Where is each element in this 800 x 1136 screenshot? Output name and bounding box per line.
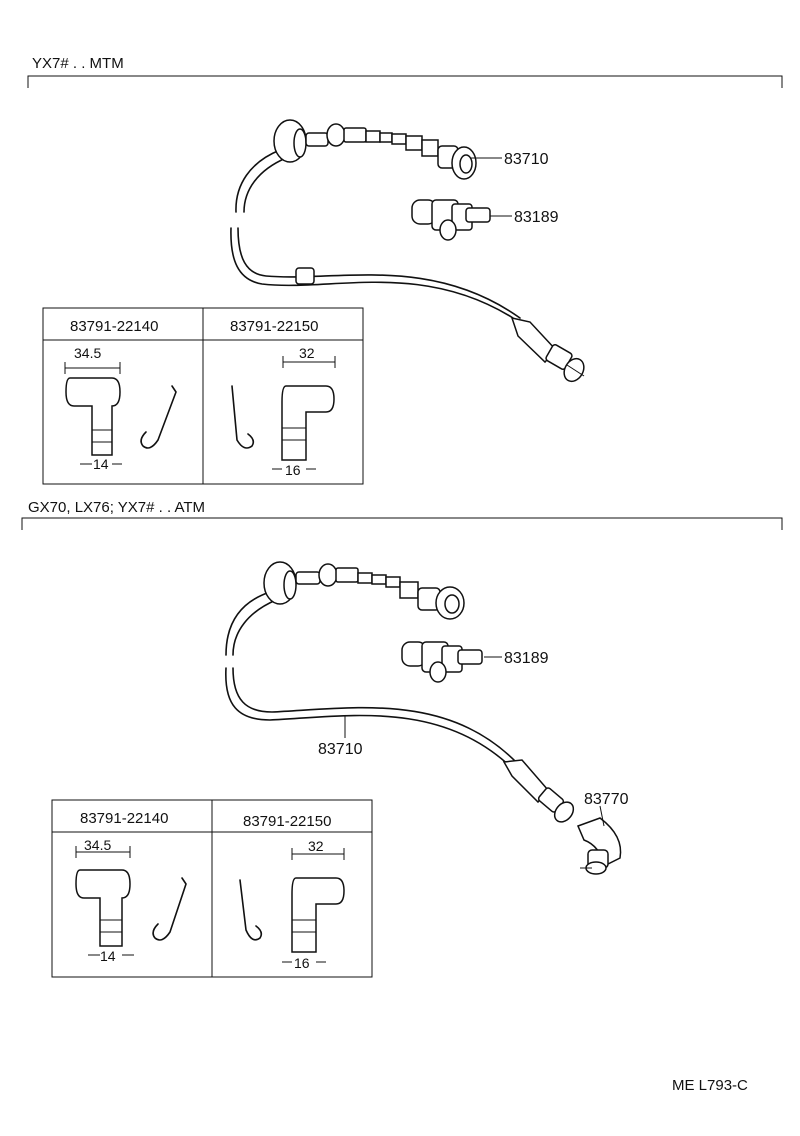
clip-table-1: 83791-22140 83791-22150 34.5 14 32 16 (42, 307, 364, 485)
table-1-width-a: 34.5 (74, 345, 101, 361)
table-2-width-b: 32 (308, 838, 324, 854)
label-83710-2: 83710 (318, 741, 363, 758)
table-2-width-a: 34.5 (84, 837, 111, 853)
driven-gear-sleeve-1 (411, 199, 491, 241)
label-83710-1: 83710 (504, 151, 549, 168)
leader-83770 (599, 805, 605, 827)
label-83770: 83770 (584, 791, 629, 808)
table-1-part-b: 83791-22150 (230, 318, 318, 335)
table-2-part-b: 83791-22150 (243, 813, 331, 830)
speedometer-cable-assembly-1 (230, 119, 585, 383)
label-83189-1: 83189 (514, 209, 559, 226)
table-1-width-b: 32 (299, 345, 315, 361)
table-1-depth-a: 14 (93, 456, 109, 472)
figure-code: ME L793-C (672, 1077, 748, 1094)
section-1-bracket (27, 75, 783, 88)
section-1-title: YX7# . . MTM (32, 55, 124, 72)
speedometer-adapter (576, 817, 622, 875)
section-2-bracket (21, 517, 783, 530)
label-83189-2: 83189 (504, 650, 549, 667)
table-1-depth-b: 16 (285, 462, 301, 478)
table-1-part-a: 83791-22140 (70, 318, 158, 335)
clip-table-2: 83791-22140 83791-22150 34.5 14 32 16 (51, 799, 373, 978)
driven-gear-sleeve-2 (401, 641, 483, 683)
table-2-part-a: 83791-22140 (80, 810, 168, 827)
speedometer-cable-assembly-2 (225, 561, 575, 823)
table-2-depth-a: 14 (100, 948, 116, 964)
section-2-title: GX70, LX76; YX7# . . ATM (28, 499, 205, 516)
table-2-depth-b: 16 (294, 955, 310, 971)
